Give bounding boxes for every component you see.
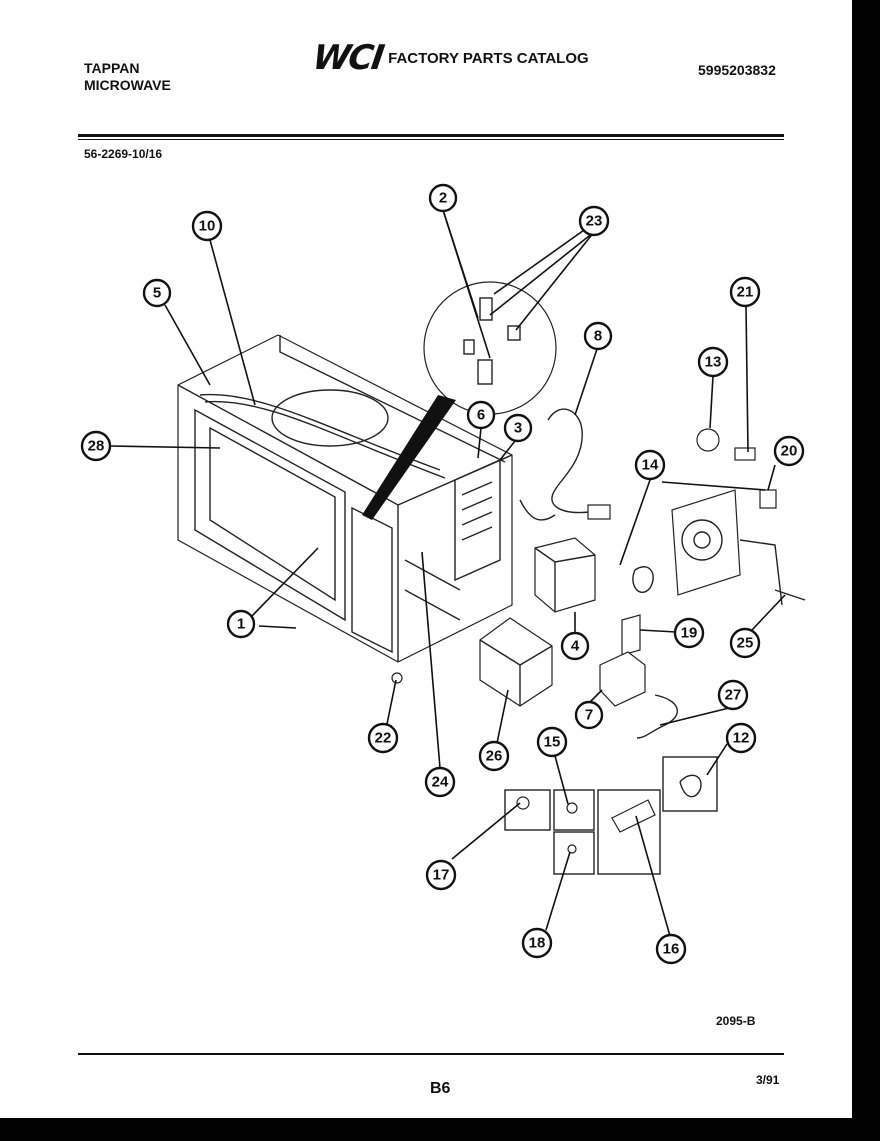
power-cord-drawing	[519, 408, 611, 521]
callout-21-label: 21	[737, 284, 754, 301]
magnetron-drawing	[534, 537, 596, 613]
callout-26-label: 26	[486, 748, 503, 765]
brand-line-1: TAPPAN	[84, 60, 140, 76]
callout-4: 4	[560, 631, 590, 661]
callout-19-label: 19	[681, 625, 698, 642]
callout-19: 19	[673, 617, 705, 649]
model-number: 56-2269-10/16	[84, 147, 163, 161]
callout-2: 2	[428, 183, 458, 213]
callout-16-label: 16	[663, 941, 680, 958]
footer-rule	[78, 1053, 784, 1055]
callout-2-label: 2	[439, 190, 447, 207]
callout-24-label: 24	[432, 774, 449, 791]
callout-17: 17	[425, 859, 457, 891]
callout-23-label: 23	[586, 213, 603, 230]
header-rule	[78, 134, 784, 137]
scan-border-right	[852, 0, 880, 1141]
callout-1-label: 1	[237, 616, 245, 633]
catalog-title: FACTORY PARTS CATALOG	[388, 50, 589, 67]
header-rule-thin	[78, 139, 784, 140]
brand-block: TAPPAN MICROWAVE	[84, 60, 171, 94]
switch-inset-drawing	[362, 281, 557, 520]
brand-line-2: MICROWAVE	[84, 77, 171, 93]
callout-10-label: 10	[199, 218, 216, 235]
callout-7-label: 7	[585, 707, 593, 724]
callout-5-label: 5	[153, 285, 161, 302]
lamp-drawing	[696, 428, 777, 509]
callout-28: 28	[80, 430, 112, 462]
callout-15: 15	[536, 726, 568, 758]
leader-lines	[109, 209, 786, 937]
capacitor-drawing	[599, 614, 678, 739]
callout-20: 20	[773, 435, 805, 467]
small-parts-boxes	[391, 672, 718, 875]
callout-27-label: 27	[725, 687, 742, 704]
callout-27: 27	[717, 679, 749, 711]
callout-15-label: 15	[544, 734, 561, 751]
page-number: B6	[430, 1080, 451, 1097]
callout-8: 8	[583, 321, 613, 351]
callout-20-label: 20	[781, 443, 798, 460]
callout-3: 3	[503, 413, 533, 443]
callout-16: 16	[655, 933, 687, 965]
callout-6: 6	[466, 400, 496, 430]
catalog-date: 3/91	[756, 1073, 780, 1087]
callout-10: 10	[191, 210, 223, 242]
callout-1: 1	[226, 609, 256, 639]
callout-13-label: 13	[705, 354, 722, 371]
callout-12-label: 12	[733, 730, 750, 747]
callout-14: 14	[634, 449, 666, 481]
callout-22-label: 22	[375, 730, 392, 747]
callout-21: 21	[729, 276, 761, 308]
callout-23: 23	[578, 205, 610, 237]
callout-7: 7	[574, 700, 604, 730]
callout-14-label: 14	[642, 457, 659, 474]
callout-8-label: 8	[594, 328, 602, 345]
figure-code: 2095-B	[716, 1014, 756, 1028]
callout-5: 5	[142, 278, 172, 308]
callout-28-label: 28	[88, 438, 105, 455]
callout-3-label: 3	[514, 420, 522, 437]
scan-border-bottom	[0, 1118, 880, 1141]
callout-25-label: 25	[737, 635, 754, 652]
callout-18: 18	[521, 927, 553, 959]
callout-6-label: 6	[477, 407, 485, 424]
callout-17-label: 17	[433, 867, 450, 884]
callout-26: 26	[478, 740, 510, 772]
callout-24: 24	[424, 766, 456, 798]
fan-assembly-drawing	[632, 489, 806, 606]
callout-22: 22	[367, 722, 399, 754]
callout-25: 25	[729, 627, 761, 659]
callout-4-label: 4	[571, 638, 580, 655]
catalog-heading: WCI FACTORY PARTS CATALOG	[310, 38, 589, 78]
callout-13: 13	[697, 346, 729, 378]
callout-12: 12	[725, 722, 757, 754]
transformer-drawing	[479, 617, 553, 707]
callout-18-label: 18	[529, 935, 546, 952]
catalog-part-number: 5995203832	[698, 62, 776, 78]
